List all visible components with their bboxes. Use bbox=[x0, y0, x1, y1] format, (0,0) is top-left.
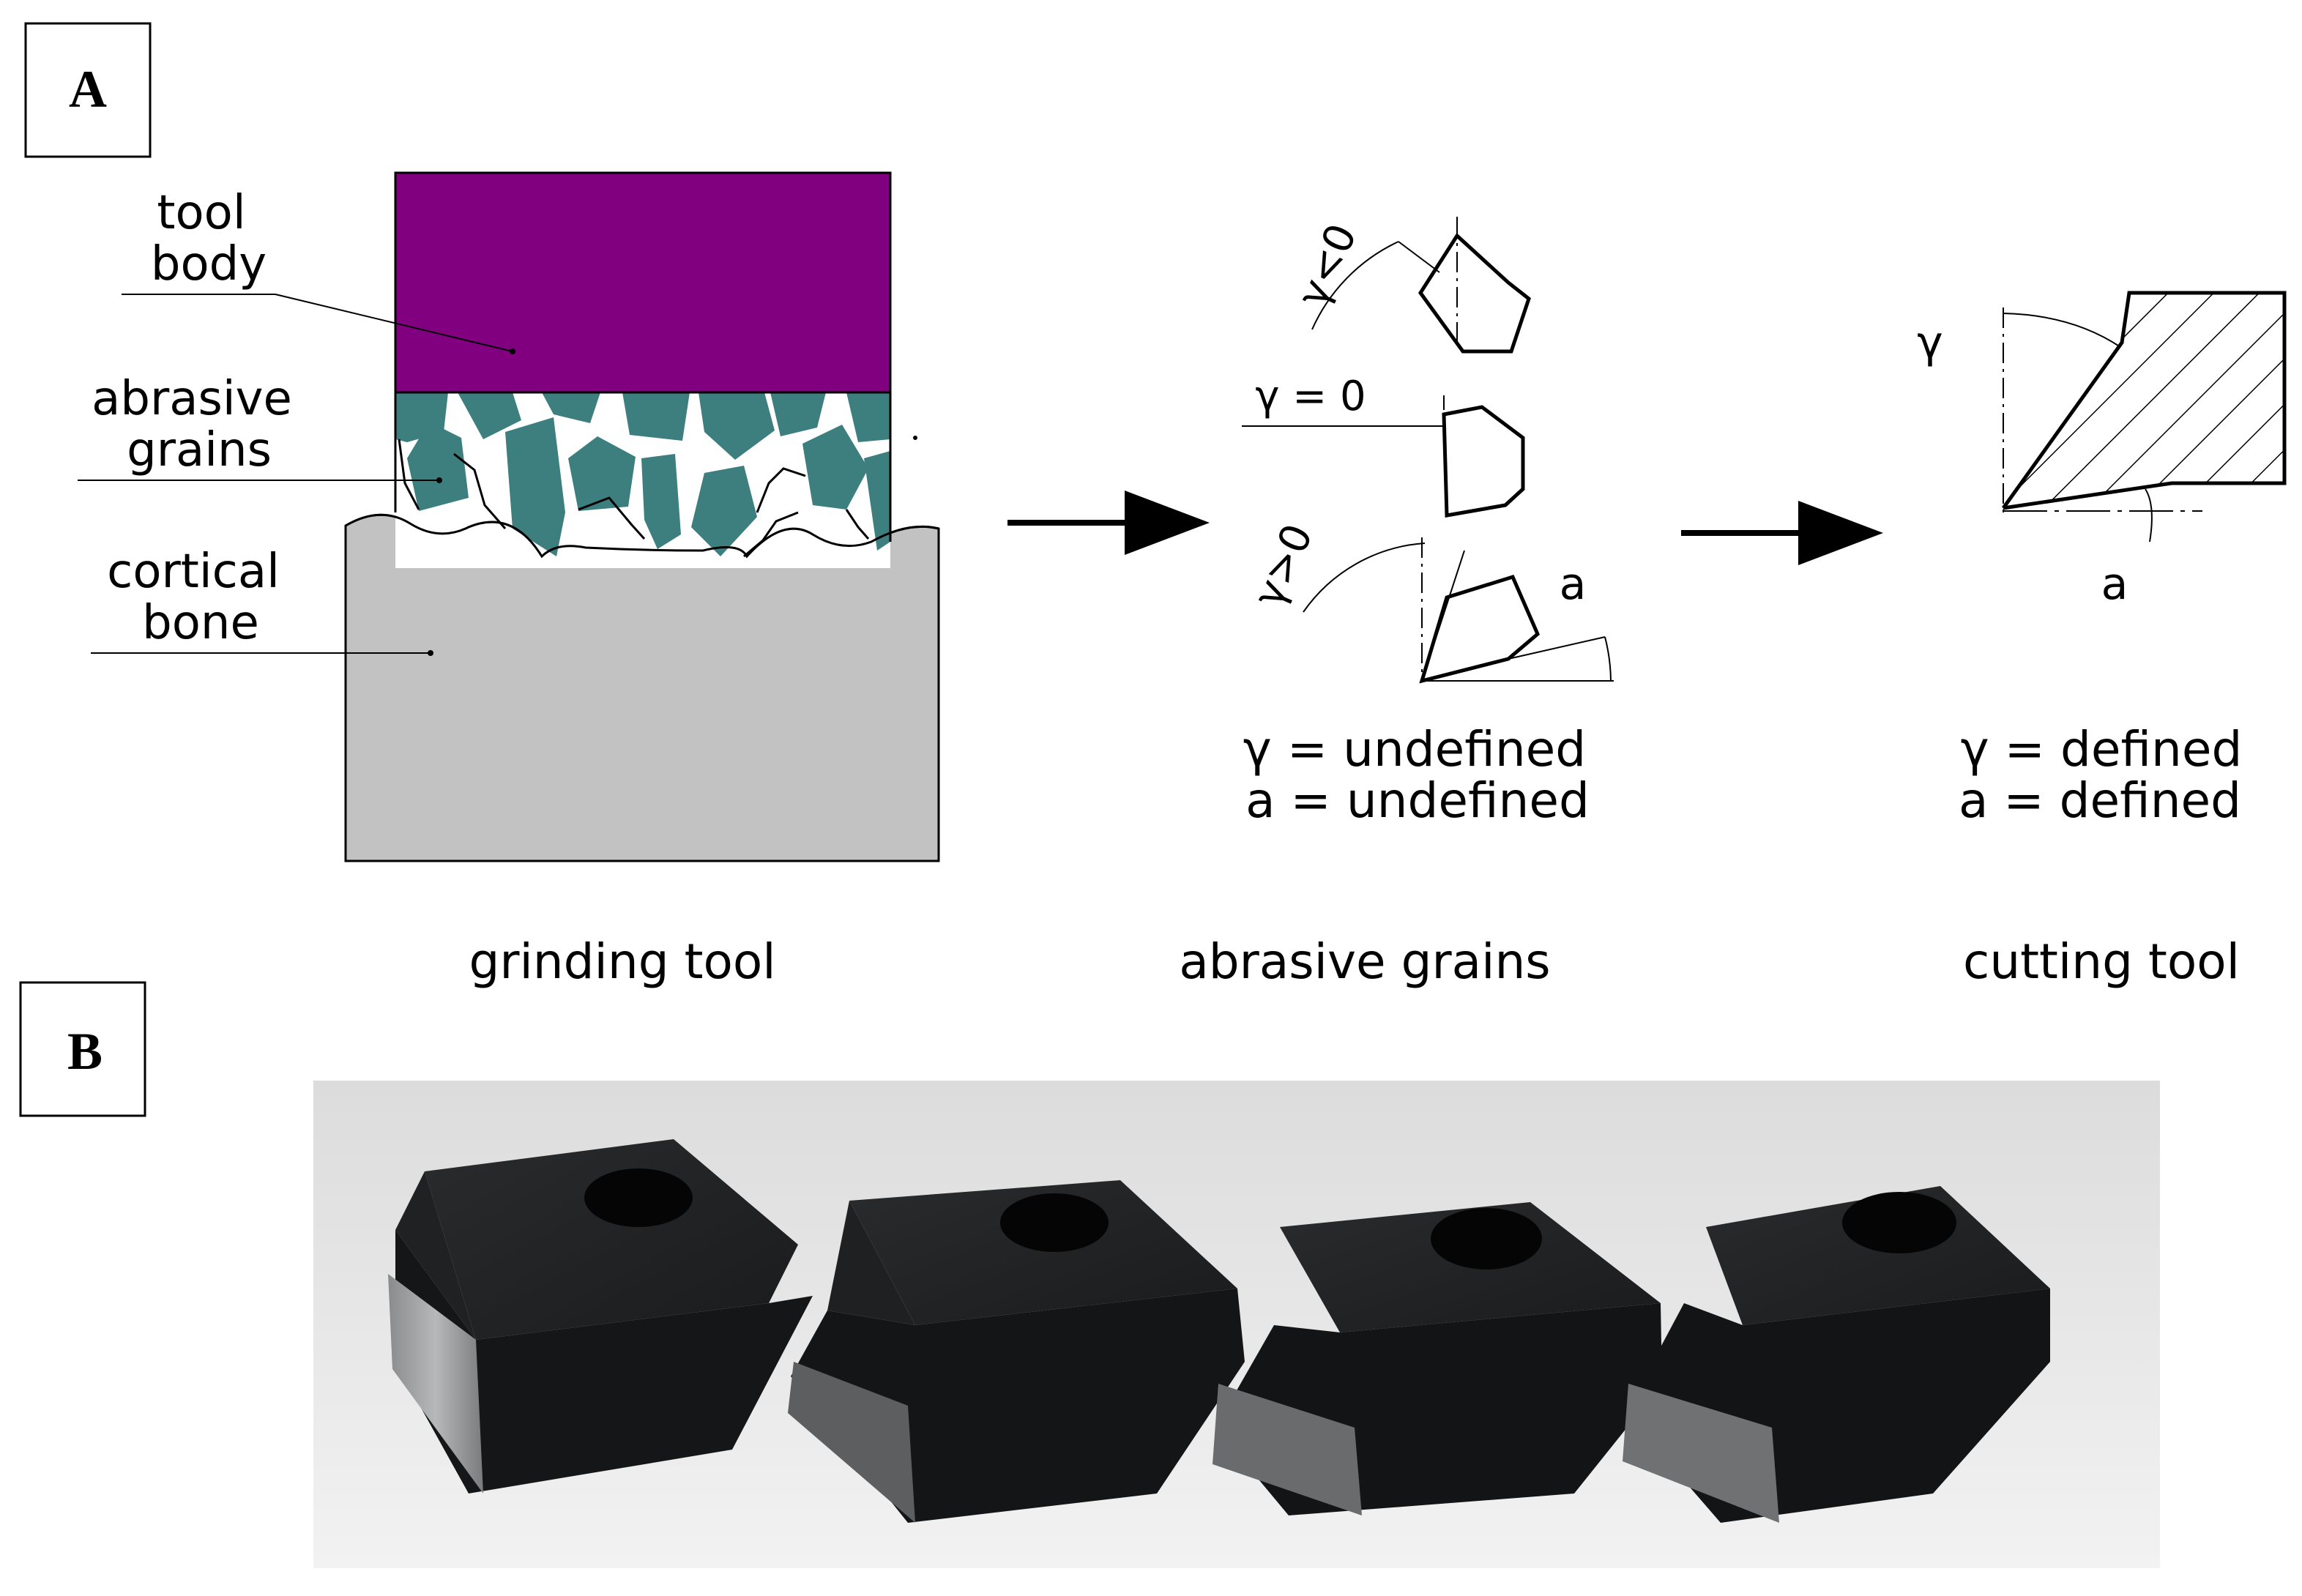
cutting-insert bbox=[788, 1180, 1245, 1523]
abrasive-grain bbox=[641, 454, 681, 549]
panel-a: A bbox=[24, 22, 2287, 990]
panel-a-label-box bbox=[24, 22, 152, 158]
chip-crack bbox=[578, 496, 646, 540]
rake-zero-label: γ = 0 bbox=[1255, 373, 1366, 420]
abrasive-grains-label: grains bbox=[127, 423, 272, 477]
panel-b-label: B bbox=[67, 1022, 103, 1081]
insert-screw-hole bbox=[1431, 1208, 1542, 1269]
cutting-tool-wedge bbox=[2003, 293, 2284, 508]
bone-surface bbox=[345, 513, 939, 559]
grinding-tool-caption: grinding tool bbox=[469, 933, 775, 990]
panel-b: B bbox=[19, 981, 2160, 1568]
abrasive-grains-label: abrasive bbox=[92, 372, 292, 426]
abrasive-grains-caption: abrasive grains bbox=[1179, 933, 1550, 990]
abrasive-grain bbox=[407, 422, 469, 511]
abrasive-grain bbox=[846, 392, 890, 442]
cortical-bone-label: cortical bbox=[107, 545, 280, 599]
abrasive-grain bbox=[864, 451, 890, 551]
leader-line bbox=[122, 294, 513, 352]
abrasive-grain bbox=[622, 392, 690, 441]
cutting-rake-status: γ = defined bbox=[1961, 721, 2243, 778]
grain-negative-rake bbox=[1418, 233, 1531, 354]
abrasive-grain bbox=[568, 436, 636, 511]
clearance-angle-label: a bbox=[1560, 559, 1587, 610]
chip-crack bbox=[845, 509, 870, 540]
arrow-to-cutting bbox=[1681, 501, 1883, 565]
panel-a-label: A bbox=[69, 60, 107, 119]
cutting-insert bbox=[1623, 1186, 2050, 1523]
arrow-to-grains bbox=[1007, 491, 1210, 555]
chip-crack bbox=[453, 452, 507, 529]
panel-b-label-box bbox=[19, 981, 146, 1117]
rake-negative-label: γ<0 bbox=[1289, 217, 1366, 313]
cutting-tool-diagram: γ a γ = defined a = defined cutting tool bbox=[1917, 291, 2287, 990]
grains-rake-status: γ = undefined bbox=[1243, 721, 1586, 778]
tool-body-label: tool bbox=[157, 186, 245, 240]
abrasive-grain bbox=[802, 425, 868, 510]
abrasive-grain bbox=[505, 417, 565, 556]
cutting-tool-caption: cutting tool bbox=[1963, 933, 2240, 990]
abrasive-grain bbox=[691, 466, 757, 556]
grinding-tool-diagram: tool body abrasive grains cortical bone … bbox=[78, 171, 940, 990]
cutting-insert bbox=[1213, 1202, 1662, 1515]
insert-screw-hole bbox=[1000, 1193, 1109, 1252]
abrasive-grain bbox=[699, 392, 775, 460]
rake-positive-label: γ>0 bbox=[1245, 517, 1322, 614]
insert-photo bbox=[313, 1081, 2160, 1568]
grain-positive-rake bbox=[1419, 574, 1541, 684]
abrasive-grain bbox=[458, 392, 521, 439]
cortical-bone-label: bone bbox=[142, 596, 259, 650]
insert-screw-hole bbox=[1842, 1192, 1956, 1253]
abrasive-grain bbox=[770, 392, 826, 436]
cutting-insert bbox=[388, 1139, 813, 1494]
abrasive-layer bbox=[395, 392, 890, 568]
tool-body-label: body bbox=[151, 237, 267, 291]
grains-clearance-status: a = undefined bbox=[1245, 772, 1590, 829]
chip-crack bbox=[398, 439, 420, 510]
tool-body bbox=[394, 171, 892, 394]
cutting-clearance-angle-label: a bbox=[2101, 559, 2128, 610]
cutting-rake-angle-label: γ bbox=[1917, 317, 1943, 368]
grain-zero-rake bbox=[1442, 405, 1525, 518]
abrasive-grains-diagram: γ<0 γ = 0 γ>0 a γ = undefined a = undefi… bbox=[1179, 217, 1614, 990]
insert-screw-hole bbox=[584, 1168, 693, 1227]
abrasive-grain bbox=[542, 392, 600, 423]
cutting-clearance-status: a = defined bbox=[1959, 772, 2241, 829]
chip-crack bbox=[756, 467, 806, 513]
